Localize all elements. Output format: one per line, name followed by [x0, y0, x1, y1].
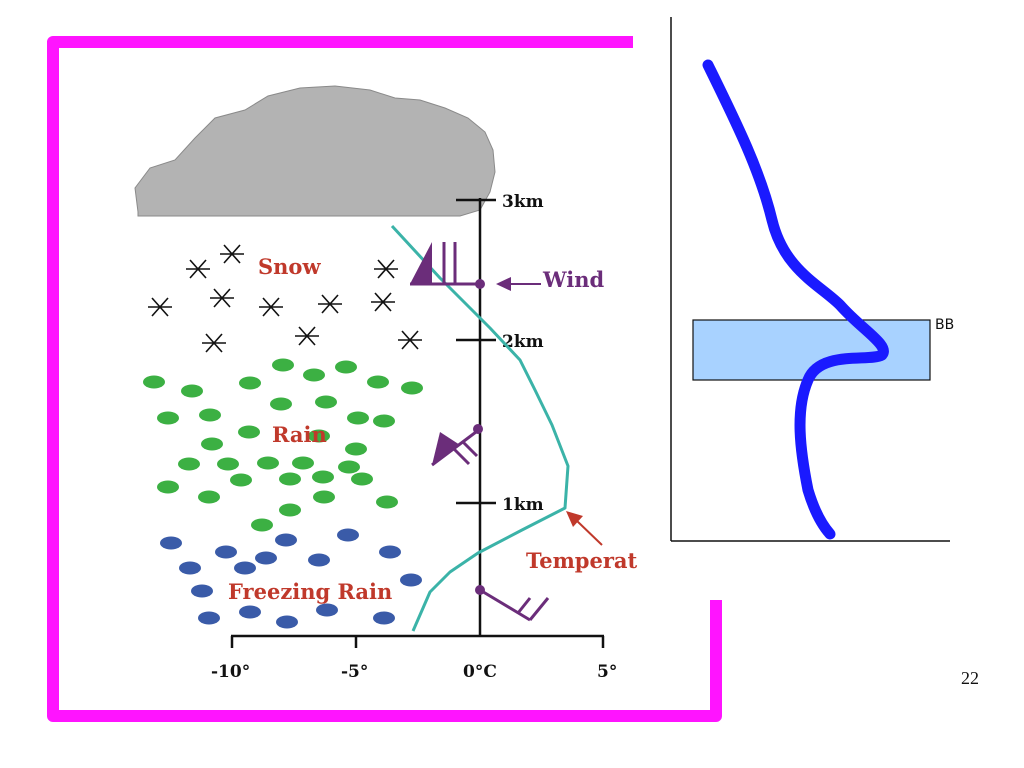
- temperature-tick-label: -5°: [341, 662, 368, 682]
- rain-drop: [303, 368, 325, 382]
- snowflake-icon: [210, 288, 234, 308]
- rain-drop: [308, 429, 330, 443]
- rain-drop: [401, 381, 423, 395]
- slide-number: 22: [961, 668, 979, 688]
- snow-label: Snow: [258, 254, 321, 279]
- wind-barb-low-staff: [479, 588, 531, 622]
- freezing-rain-drop: [276, 615, 298, 629]
- snowflake-icon: [220, 244, 244, 264]
- freezing-rain-label: Freezing Rain: [228, 579, 392, 604]
- rain-drop: [239, 376, 261, 390]
- wind-arrow-head: [496, 277, 511, 291]
- rain-drop: [367, 375, 389, 389]
- freezing-rain-drop: [275, 533, 297, 547]
- wind-barb-flag: [461, 440, 479, 458]
- rain-drops: [143, 358, 423, 532]
- rain-drop: [238, 425, 260, 439]
- snowflake-icon: [398, 330, 422, 350]
- snowflake-icon: [186, 259, 210, 279]
- snow-flakes: [148, 244, 422, 353]
- freezing-rain-drop: [179, 561, 201, 575]
- rain-drop: [351, 472, 373, 486]
- freezing-rain-drop: [191, 584, 213, 598]
- rain-drop: [178, 457, 200, 471]
- altitude-tick-label: 2km: [502, 332, 544, 352]
- freezing-rain-drop: [160, 536, 182, 550]
- rain-drop: [279, 472, 301, 486]
- temperature-profile-line: [390, 224, 570, 632]
- rain-drop: [201, 437, 223, 451]
- rain-drop: [230, 473, 252, 487]
- freezing-rain-drop: [239, 605, 261, 619]
- wind-point: [475, 279, 485, 289]
- rain-drop: [347, 411, 369, 425]
- temperature-tick-label: 0°C: [463, 662, 497, 682]
- cloud-icon: [134, 85, 496, 217]
- freezing-rain-drop: [337, 528, 359, 542]
- wind-point: [475, 585, 485, 595]
- rain-drop: [198, 490, 220, 504]
- temperature-arrow-head: [566, 511, 583, 527]
- freezing-rain-drop: [215, 545, 237, 559]
- snowflake-icon: [318, 294, 342, 314]
- freezing-rain-drop: [316, 603, 338, 617]
- snowflake-icon: [295, 326, 319, 346]
- rain-drop: [270, 397, 292, 411]
- temperature-arrow: [575, 519, 603, 546]
- rain-drop: [181, 384, 203, 398]
- wind-barbs: [410, 242, 550, 622]
- reflectivity-profile-line: [702, 59, 889, 540]
- rain-drop: [312, 470, 334, 484]
- freezing-rain-drop: [255, 551, 277, 565]
- wind-barb-flag: [452, 447, 471, 466]
- wind-label: Wind: [542, 267, 604, 292]
- freezing-rain-drop: [400, 573, 422, 587]
- wind-barb-flag: [516, 597, 532, 614]
- rain-drop: [376, 495, 398, 509]
- rain-drop: [345, 442, 367, 456]
- snowflake-icon: [371, 292, 395, 312]
- rain-label: Rain: [272, 422, 327, 447]
- altitude-tick-label: 3km: [502, 192, 544, 212]
- rain-drop: [373, 414, 395, 428]
- snowflake-icon: [202, 333, 226, 353]
- rain-drop: [157, 411, 179, 425]
- rain-drop: [143, 375, 165, 389]
- rain-drop: [217, 457, 239, 471]
- rain-drop: [199, 408, 221, 422]
- rain-drop: [335, 360, 357, 374]
- freezing-rain-drop: [308, 553, 330, 567]
- wind-point: [473, 424, 483, 434]
- temperature-label: Temperat: [526, 548, 638, 573]
- temperature-tick-label: -10°: [211, 662, 250, 682]
- rain-drop: [257, 456, 279, 470]
- wind-barb-flag: [528, 597, 550, 621]
- freezing-rain-drops: [160, 528, 422, 629]
- snowflake-icon: [148, 297, 172, 317]
- rain-drop: [272, 358, 294, 372]
- wind-barb-pennant: [432, 432, 460, 465]
- wind-barb-pennant: [410, 242, 432, 284]
- freezing-rain-drop: [234, 561, 256, 575]
- freezing-rain-drop: [373, 611, 395, 625]
- snowflake-icon: [374, 259, 398, 279]
- altitude-tick-label: 1km: [502, 495, 544, 515]
- rain-drop: [251, 518, 273, 532]
- snowflake-icon: [259, 297, 283, 317]
- rain-drop: [313, 490, 335, 504]
- slide-frame: [47, 36, 722, 722]
- rain-drop: [338, 460, 360, 474]
- temperature-tick-label: 5°: [597, 662, 617, 682]
- rain-drop: [279, 503, 301, 517]
- freezing-rain-drop: [379, 545, 401, 559]
- rain-drop: [315, 395, 337, 409]
- bright-band-label: BB: [935, 317, 954, 333]
- rain-drop: [157, 480, 179, 494]
- freezing-rain-drop: [198, 611, 220, 625]
- rain-drop: [292, 456, 314, 470]
